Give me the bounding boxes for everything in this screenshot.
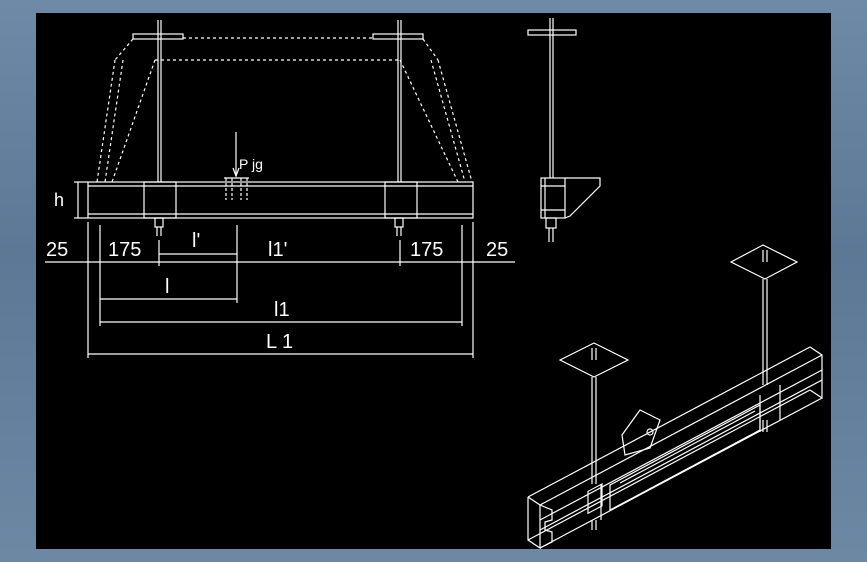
label-h: h [54, 190, 64, 210]
nut-left [154, 217, 164, 228]
dimension-lines [45, 222, 515, 358]
beam [87, 181, 474, 219]
label-load: P jg [239, 156, 263, 172]
label-offset-left: 175 [108, 239, 141, 261]
cleat-left [143, 181, 177, 219]
drawing-canvas [36, 13, 831, 549]
label-l-prime: l' [192, 230, 200, 252]
load-bolts [225, 178, 248, 200]
nut-right [394, 217, 404, 228]
label-offset-right: 175 [410, 239, 443, 261]
label-l1-prime: l1' [268, 239, 287, 261]
side-view [527, 18, 601, 242]
dashed-bracing [96, 37, 473, 183]
front-elevation [87, 20, 474, 236]
cleat-right [384, 181, 418, 219]
label-edge-left: 25 [46, 239, 68, 261]
label-L1: L 1 [266, 331, 293, 353]
label-l1: l1 [274, 299, 290, 321]
label-edge-right: 25 [486, 239, 508, 261]
label-l: l [165, 276, 169, 298]
isometric-view [527, 244, 823, 550]
dim-h [74, 181, 88, 219]
